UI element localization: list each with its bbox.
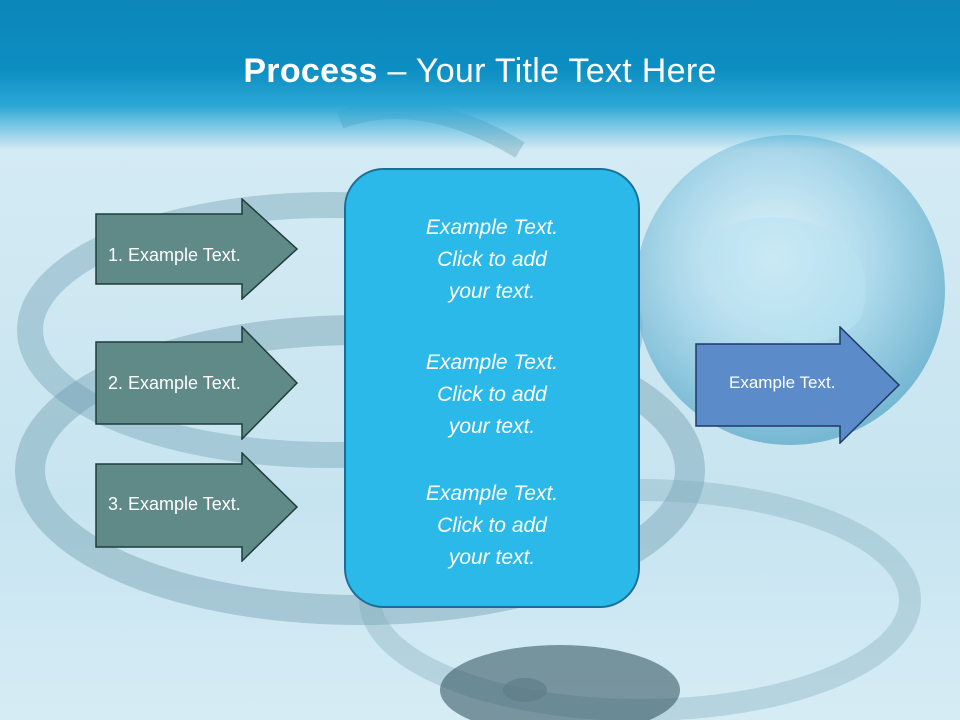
right-arrow-shape [95, 452, 299, 562]
step-label: 1. Example Text. [108, 245, 241, 265]
right-arrow-shape [695, 326, 901, 444]
block-line: Example Text. [425, 351, 559, 374]
block-line: your text. [448, 546, 536, 569]
text-block-3: Example Text. Click to add your text. [346, 478, 638, 574]
block-line: your text. [448, 415, 536, 438]
step-arrow-2[interactable]: 2. Example Text. [95, 326, 299, 440]
step-label: 2. Example Text. [108, 373, 241, 393]
block-line: your text. [448, 280, 536, 303]
title-bar [0, 0, 960, 150]
right-arrow-shape [95, 198, 299, 300]
step-label: 3. Example Text. [108, 494, 241, 514]
text-block-2: Example Text. Click to add your text. [346, 347, 638, 443]
block-line: Click to add [437, 514, 547, 537]
block-line: Example Text. [425, 216, 559, 239]
right-arrow-shape [95, 326, 299, 440]
block-line: Example Text. [425, 482, 559, 505]
step-arrow-3[interactable]: 3. Example Text. [95, 452, 299, 562]
block-line: Click to add [437, 383, 547, 406]
output-label: Example Text. [729, 373, 836, 392]
center-text-box[interactable]: Example Text. Click to add your text. Ex… [344, 168, 640, 608]
title-bold: Process [243, 52, 378, 90]
title-separator: – [387, 52, 407, 90]
text-block-1: Example Text. Click to add your text. [346, 212, 638, 308]
output-arrow[interactable]: Example Text. [695, 326, 901, 444]
block-line: Click to add [437, 248, 547, 271]
step-arrow-1[interactable]: 1. Example Text. [95, 198, 299, 300]
slide-title[interactable]: Process – Your Title Text Here [0, 52, 960, 91]
title-text: Your Title Text Here [415, 52, 717, 90]
